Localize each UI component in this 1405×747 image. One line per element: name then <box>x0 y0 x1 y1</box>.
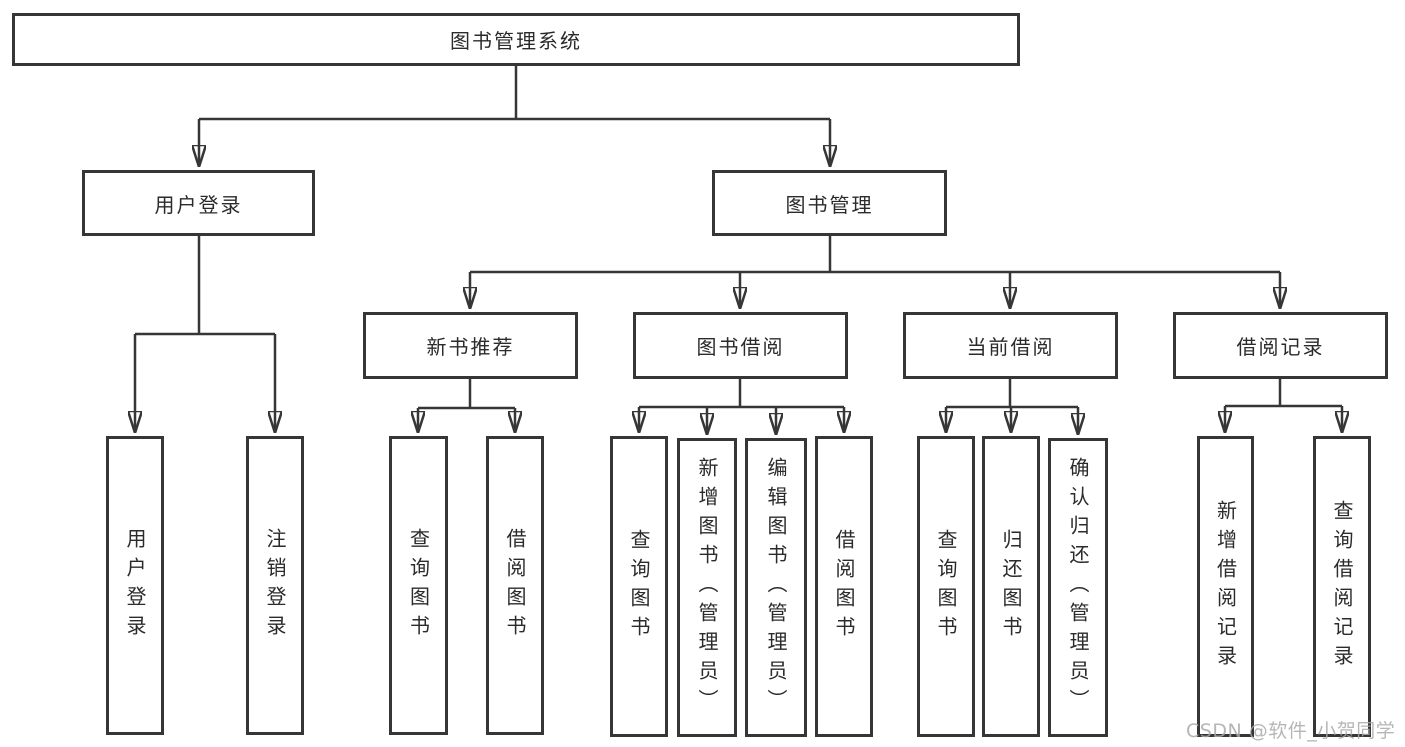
leaf-confirm-return-admin-label: 确认归还（管理员） <box>1066 457 1090 718</box>
node-current-borrow: 当前借阅 <box>903 312 1118 379</box>
node-borrow-records: 借阅记录 <box>1173 312 1388 379</box>
leaf-borrow-query-books-label: 查询图书 <box>627 528 651 645</box>
leaf-user-login-label: 用户登录 <box>123 527 147 644</box>
leaf-query-borrow-record-label: 查询借阅记录 <box>1330 499 1354 674</box>
leaf-borrow-borrow-books-label: 借阅图书 <box>832 528 856 645</box>
leaf-add-borrow-record-label: 新增借阅记录 <box>1213 499 1238 674</box>
node-current-borrow-label: 当前借阅 <box>966 335 1055 359</box>
node-book-borrow: 图书借阅 <box>633 312 848 379</box>
leaf-add-book-admin: 新增图书（管理员） <box>677 438 737 737</box>
leaf-recommend-borrow-books: 借阅图书 <box>486 436 544 735</box>
leaf-recommend-query-books-label: 查询图书 <box>406 527 431 644</box>
leaf-return-books: 归还图书 <box>982 436 1040 737</box>
node-new-book-recommend: 新书推荐 <box>363 312 578 379</box>
node-book-management: 图书管理 <box>712 170 947 236</box>
node-library-system: 图书管理系统 <box>12 13 1020 66</box>
node-book-management-label: 图书管理 <box>785 192 874 217</box>
leaf-edit-book-admin: 编辑图书（管理员） <box>745 438 807 737</box>
leaf-add-book-admin-label: 新增图书（管理员） <box>695 457 719 718</box>
node-borrow-records-label: 借阅记录 <box>1236 335 1325 359</box>
leaf-logout-label: 注销登录 <box>263 527 287 644</box>
leaf-logout: 注销登录 <box>246 436 304 735</box>
leaf-current-query-books-label: 查询图书 <box>934 528 958 645</box>
node-user-login-label: 用户登录 <box>154 192 243 217</box>
node-user-login: 用户登录 <box>82 170 315 236</box>
leaf-confirm-return-admin: 确认归还（管理员） <box>1048 438 1108 737</box>
leaf-user-login: 用户登录 <box>106 436 164 735</box>
node-library-system-label: 图书管理系统 <box>450 29 582 53</box>
leaf-borrow-borrow-books: 借阅图书 <box>815 436 873 737</box>
leaf-recommend-borrow-books-label: 借阅图书 <box>503 527 527 644</box>
leaf-current-query-books: 查询图书 <box>917 436 975 737</box>
leaf-add-borrow-record: 新增借阅记录 <box>1197 436 1254 737</box>
leaf-edit-book-admin-label: 编辑图书（管理员） <box>764 457 788 718</box>
csdn-watermark: CSDN @软件_小贺同学 <box>1186 720 1396 742</box>
leaf-borrow-query-books: 查询图书 <box>610 436 668 737</box>
leaf-recommend-query-books: 查询图书 <box>389 436 448 735</box>
node-new-book-recommend-label: 新书推荐 <box>426 335 515 359</box>
leaf-query-borrow-record: 查询借阅记录 <box>1313 436 1371 737</box>
leaf-return-books-label: 归还图书 <box>999 528 1023 645</box>
node-book-borrow-label: 图书借阅 <box>696 335 785 359</box>
